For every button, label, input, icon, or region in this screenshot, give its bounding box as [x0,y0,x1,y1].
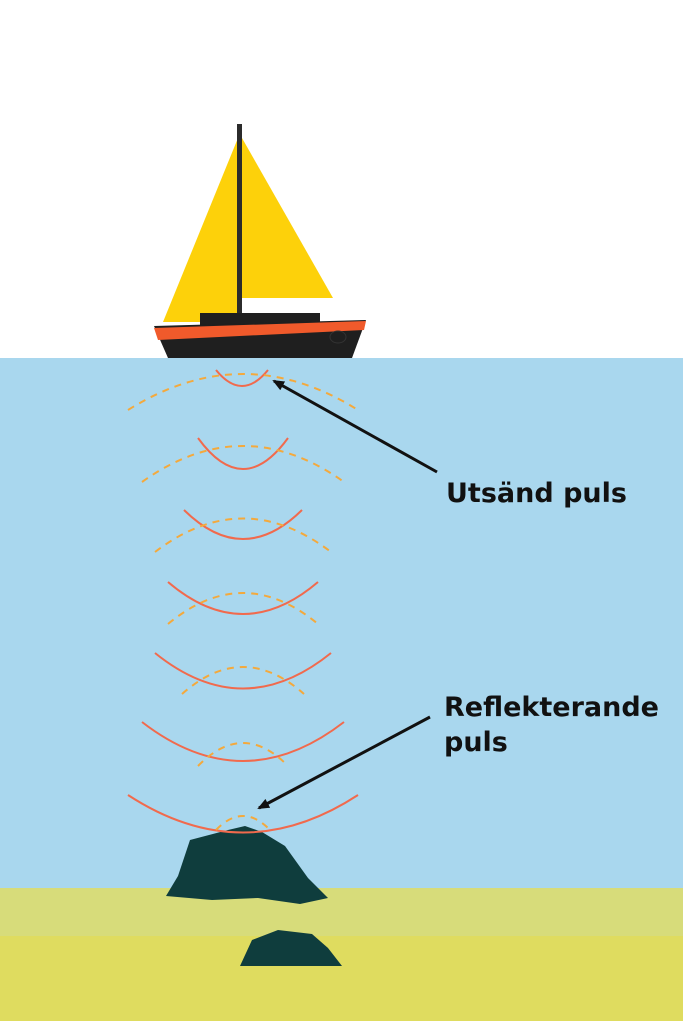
emitted-wave [127,794,359,834]
reflected-wave [141,445,345,483]
sailboat-icon [154,124,366,358]
water [0,358,683,890]
hull-stripe [154,321,366,340]
main-sail [242,138,333,298]
emitted-wave [167,581,319,615]
small-rock-icon [240,930,342,966]
reflected-pulse-waves [127,373,359,831]
porthole [329,330,347,344]
emitted-wave [154,652,332,690]
reflected-pulse-label-line2: puls [444,727,508,758]
emitted-pulse-label: Utsänd puls [446,478,627,509]
sky [0,0,683,358]
reflected-wave [127,373,359,411]
reflected-wave [154,517,332,553]
seabed-lower [0,936,683,1021]
reflected-pulse-label-line1: Reflekterande [444,692,659,723]
emitted-wave [183,509,303,540]
reflected-wave [215,815,271,831]
emitted-wave [141,721,345,762]
rock-icon [166,826,328,904]
emitted-pulse-waves [127,369,359,834]
emitted-wave [215,369,269,387]
emitted-pulse-arrow [272,379,438,474]
front-sail [163,138,238,322]
mast [237,124,242,316]
reflected-pulse-arrow [257,715,431,810]
reflected-wave [181,666,305,695]
seabed-upper [0,888,683,938]
reflected-wave [167,592,319,625]
